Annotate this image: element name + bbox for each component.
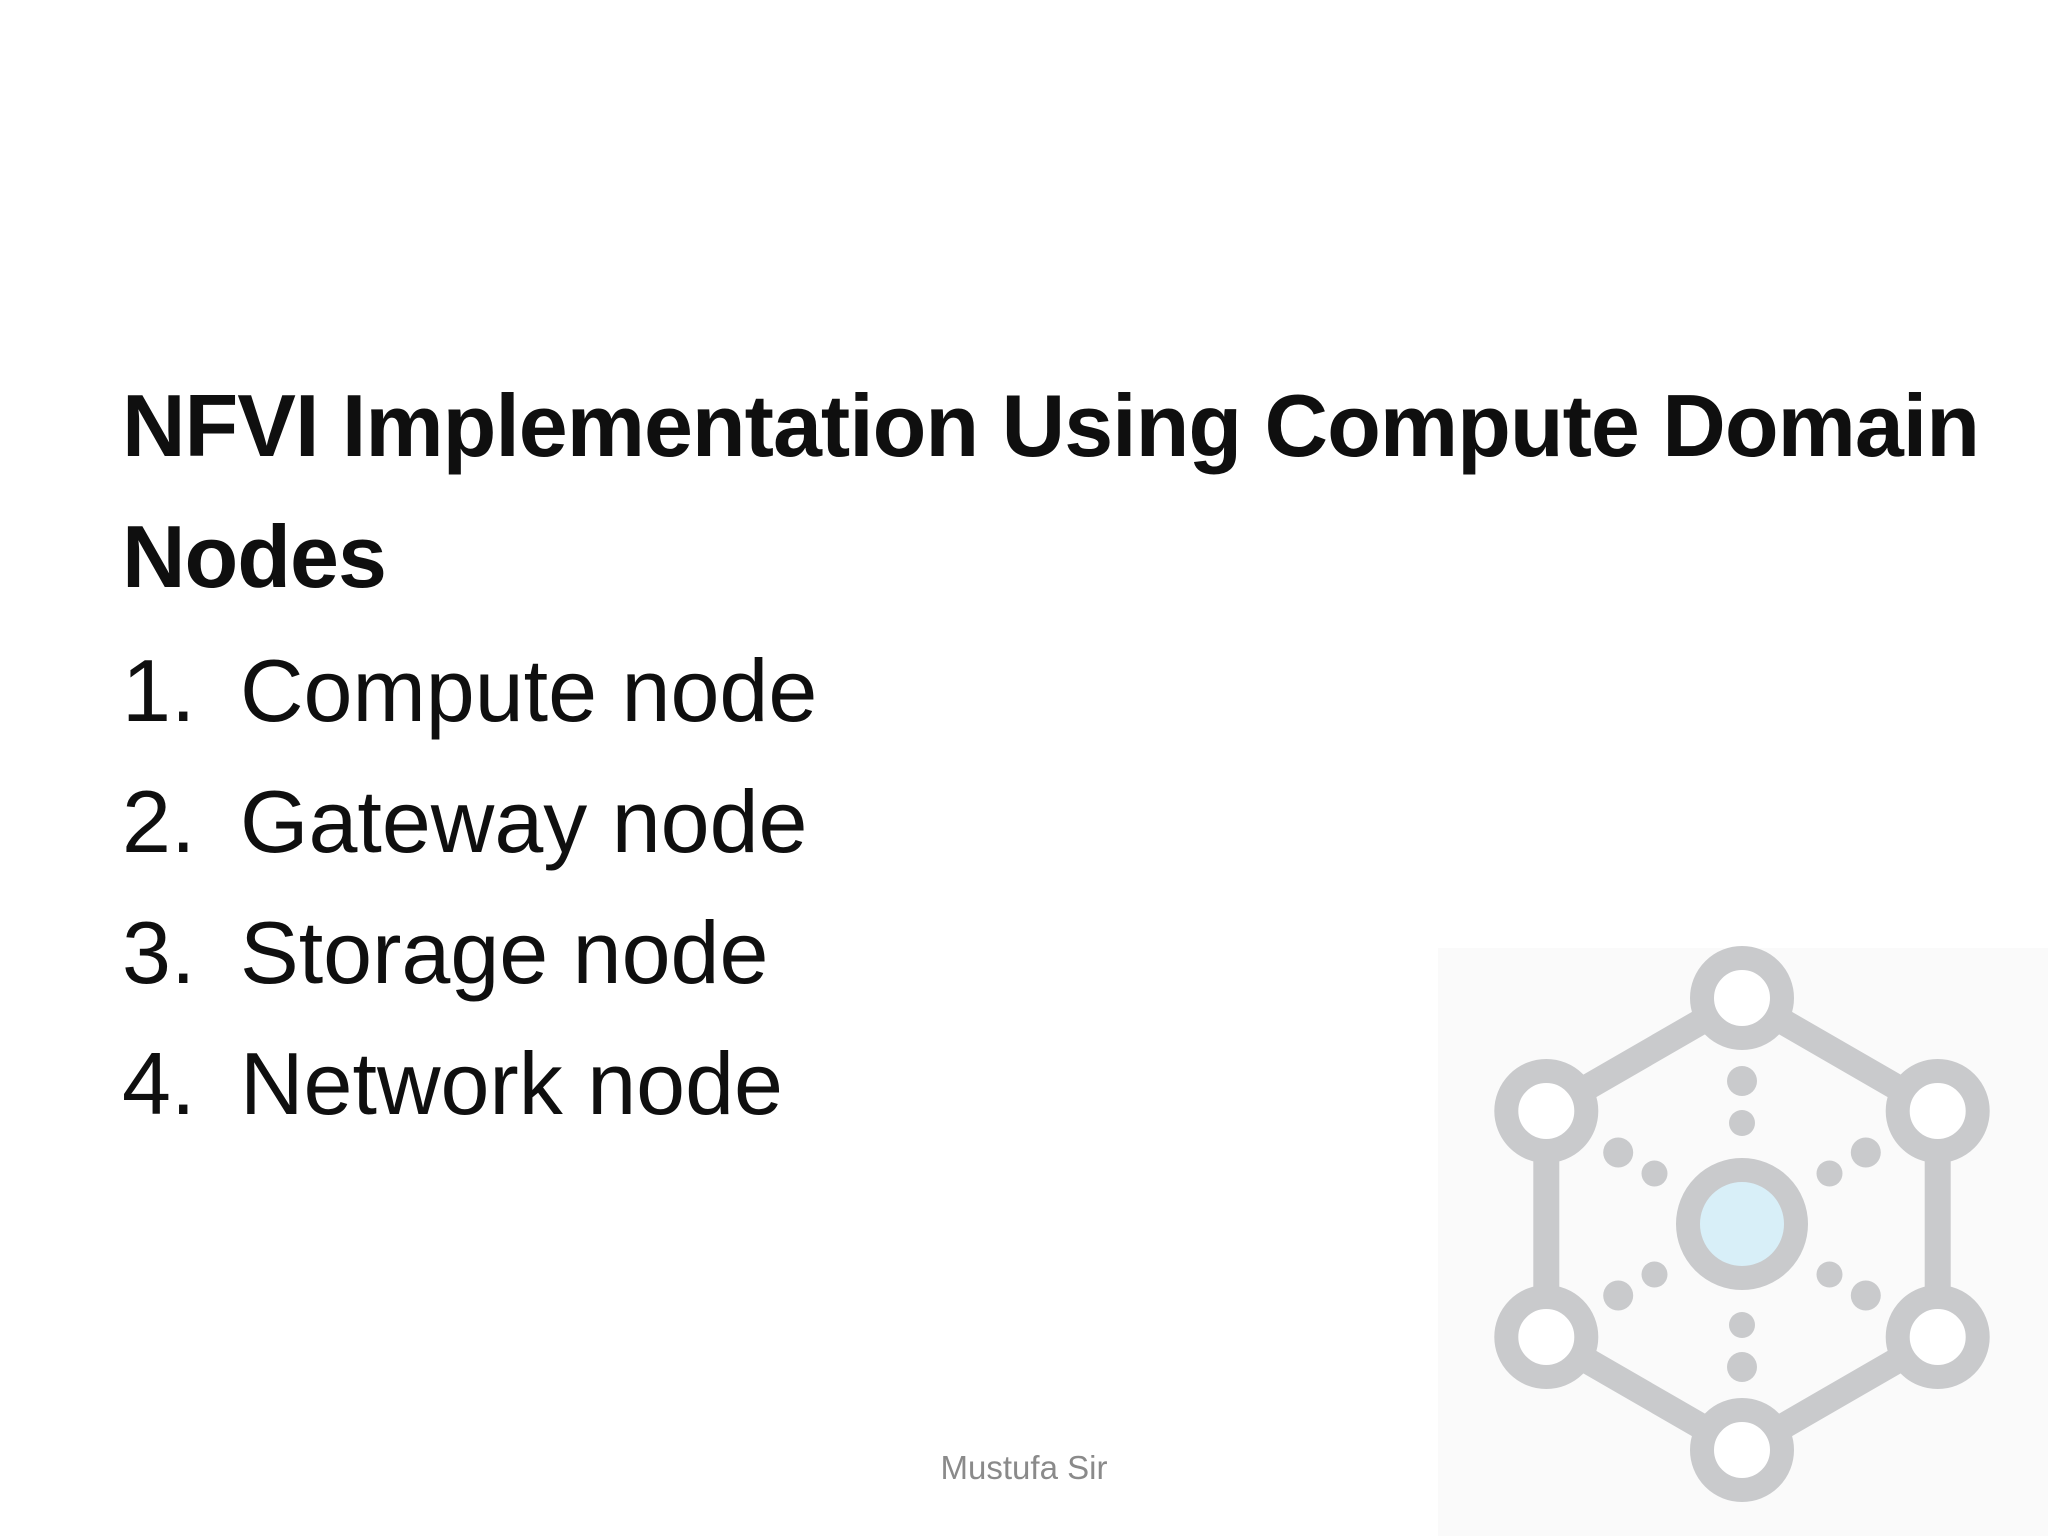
page-title: NFVI Implementation Using Compute Domain… xyxy=(122,376,1980,606)
footer-text: Mustufa Sir xyxy=(940,1449,1108,1486)
list-item-label: Network node xyxy=(240,1034,783,1133)
list-item: 1. Compute node xyxy=(122,625,817,756)
list-item: 3. Storage node xyxy=(122,887,817,1018)
list-item: 4. Network node xyxy=(122,1018,817,1149)
list-item-label: Gateway node xyxy=(240,772,808,871)
list-item-number: 1. xyxy=(122,641,196,740)
list-item-label: Compute node xyxy=(240,641,818,740)
list-item-number: 4. xyxy=(122,1034,196,1133)
list-item: 2. Gateway node xyxy=(122,756,817,887)
node-circle-upper-left xyxy=(1494,1059,1599,1163)
network-nodes-icon xyxy=(1494,946,1990,1502)
node-circle-bottom xyxy=(1690,1398,1794,1502)
list-item-number: 3. xyxy=(122,903,196,1002)
numbered-list: 1. Compute node 2. Gateway node 3. Stora… xyxy=(122,625,817,1149)
list-item-number: 2. xyxy=(122,772,196,871)
node-circle-top xyxy=(1690,946,1794,1050)
list-item-label: Storage node xyxy=(240,903,769,1002)
center-node-circle xyxy=(1676,1158,1808,1290)
node-circle-upper-right xyxy=(1885,1059,1990,1163)
node-circle-lower-right xyxy=(1885,1285,1990,1389)
node-circle-lower-left xyxy=(1494,1285,1599,1389)
dotted-rays xyxy=(1603,1066,1881,1382)
